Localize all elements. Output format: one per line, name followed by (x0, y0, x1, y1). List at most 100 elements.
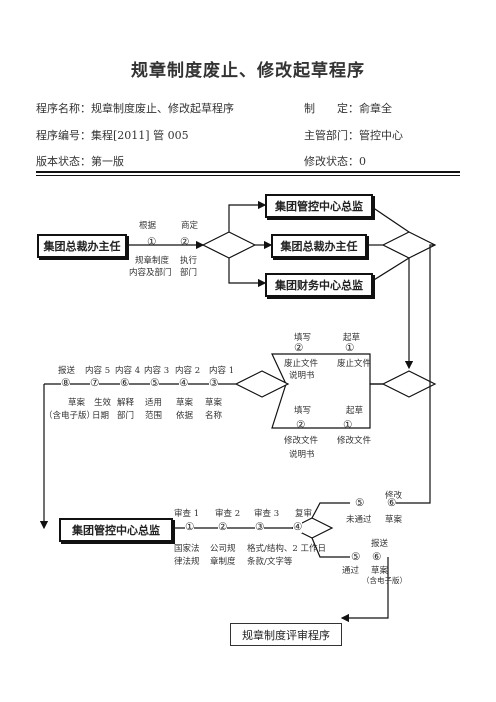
row1-decision-diamond (201, 231, 257, 259)
modify-doc-b: 修改文件 (337, 436, 372, 446)
modify-draft-label: 起草 (346, 406, 364, 416)
control-center-head-box-2: 集团管控中心总监 (59, 518, 173, 542)
modify-fill-label: 填写 (294, 406, 312, 416)
row3-bottom-label: 公司规 (210, 544, 236, 554)
row3-modify-label: 修改 (385, 491, 403, 501)
page-title: 规章制度废止、修改起草程序 (131, 61, 365, 81)
row3-step: ① (185, 521, 195, 533)
row3-draft-e-label: 草案 (371, 566, 389, 576)
row3-top-label: 审查 2 (215, 509, 241, 519)
row2-step: ⑤ (150, 377, 160, 389)
row2-top-label: 内容 1 (209, 366, 235, 376)
row2-bottom-label: 草案 (176, 398, 194, 408)
row2-bottom-label: 适用 (145, 398, 163, 408)
program-department: 主管部门：管控中心 (304, 129, 403, 142)
row3-bottom-label: 国家法 (174, 544, 200, 554)
abolish-doc-a2: 说明书 (289, 371, 315, 381)
row3-to-review (340, 557, 389, 623)
modify-doc-a2: 说明书 (289, 450, 315, 460)
row3-fail-step6: ⑥ (387, 497, 397, 509)
row3-fail-line (311, 502, 350, 519)
abolish-step1: ① (345, 342, 355, 354)
modify-step1: ① (343, 419, 353, 431)
modify-line (271, 383, 383, 429)
row2-bottom-sublabel: 依据 (176, 411, 194, 421)
row1-decide-label: 商定 (181, 221, 199, 231)
row2-bottom-label: 生效 (94, 398, 112, 408)
header-divider-thin (36, 175, 460, 176)
abolish-doc-b: 废止文件 (337, 359, 372, 369)
header-divider-thick (36, 171, 460, 173)
row2-bottom-label: 草案 (68, 398, 86, 408)
row3-submit-label: 报送 (371, 539, 389, 549)
row3-step: ④ (293, 521, 303, 533)
row3-pass-step6: ⑥ (372, 551, 382, 563)
row1-merge-diamond (381, 231, 437, 259)
row2-bottom-sublabel: 部门 (117, 411, 135, 421)
office-director-right-box: 集团总裁办主任 (271, 234, 367, 258)
abolish-doc-a: 废止文件 (284, 359, 319, 369)
abolish-modify-merge-diamond (381, 370, 437, 398)
row2-bottom-sublabel: （含电子版） (44, 411, 96, 421)
program-number: 程序编号：集程[2011] 管 005 (36, 129, 189, 142)
row1-sub2b: 部门 (180, 268, 198, 278)
abolish-fill-label: 填写 (294, 333, 312, 343)
row3-bottom-sublabel: 章制度 (210, 557, 236, 567)
row3-draft-label: 草案 (385, 515, 403, 525)
row1-branch-top (228, 200, 267, 232)
row2-top-label: 内容 2 (175, 366, 201, 376)
office-director-left-box: 集团总裁办主任 (37, 234, 127, 258)
row3-step: ② (218, 521, 228, 533)
row2-top-label: 内容 3 (144, 366, 170, 376)
row2-bottom-label: 解释 (117, 398, 135, 408)
row1-basis-label: 根据 (139, 221, 157, 231)
abolish-step2: ② (294, 342, 304, 354)
row2-decision-diamond (234, 370, 290, 398)
version-status: 版本状态：第一版 (36, 155, 124, 168)
row2-step: ⑥ (120, 377, 130, 389)
row1-step1: ① (147, 236, 157, 248)
row3-top-label: 复审 (295, 509, 313, 519)
row3-pass-label: 通过 (342, 566, 360, 576)
row1-branch-bottom (228, 258, 267, 288)
row3-fail-label: 未通过 (346, 515, 372, 525)
row3-pass-step5: ⑤ (351, 551, 361, 563)
row1-step2: ② (180, 236, 190, 248)
program-maker: 制 定：俞章全 (304, 102, 392, 115)
row2-bottom-sublabel: 日期 (92, 411, 110, 421)
row2-step: ③ (209, 377, 219, 389)
row3-draft-e2-label: （含电子版） (362, 576, 407, 585)
row1-out-bottom (368, 257, 410, 284)
row2-step: ⑦ (90, 377, 100, 389)
row2-bottom-sublabel: 名称 (205, 411, 223, 421)
modify-doc-a: 修改文件 (284, 436, 319, 446)
revision-status: 修改状态：0 (304, 155, 366, 168)
row3-return-line (388, 244, 435, 504)
row2-bottom-label: 草案 (205, 398, 223, 408)
row2-top-label: 内容 5 (85, 366, 111, 376)
row3-step: ③ (255, 521, 265, 533)
row1-sub1a: 规章制度 (135, 256, 170, 266)
control-center-head-box: 集团管控中心总监 (265, 194, 373, 218)
finance-center-head-box: 集团财务中心总监 (265, 273, 373, 297)
row3-fail-step5: ⑤ (355, 497, 365, 509)
row3-top-label: 审查 3 (254, 509, 280, 519)
review-program-box: 规章制度评审程序 (230, 623, 342, 646)
row2-step: ⑧ (61, 377, 71, 389)
row3-pass-line (311, 537, 350, 558)
row3-bottom-sublabel: 律法规 (174, 557, 200, 567)
row2-bottom-sublabel: 范围 (145, 411, 163, 421)
row2-step: ④ (179, 377, 189, 389)
row3-bottom-sublabel: 条款/文字等 (247, 557, 293, 567)
row3-top-label: 审查 1 (174, 509, 200, 519)
row2-top-label: 报送 (58, 366, 76, 376)
abolish-draft-label: 起草 (343, 333, 361, 343)
program-name: 程序名称：规章制度废止、修改起草程序 (36, 102, 234, 115)
row2-top-label: 内容 4 (115, 366, 141, 376)
row1-sub2a: 执行 (180, 256, 198, 266)
row3-bottom-label: 格式/结构、2 工作日 (247, 544, 326, 554)
row1-out-top (368, 204, 410, 233)
row1-sub1b: 内容及部门 (129, 268, 172, 278)
modify-step2: ② (296, 419, 306, 431)
